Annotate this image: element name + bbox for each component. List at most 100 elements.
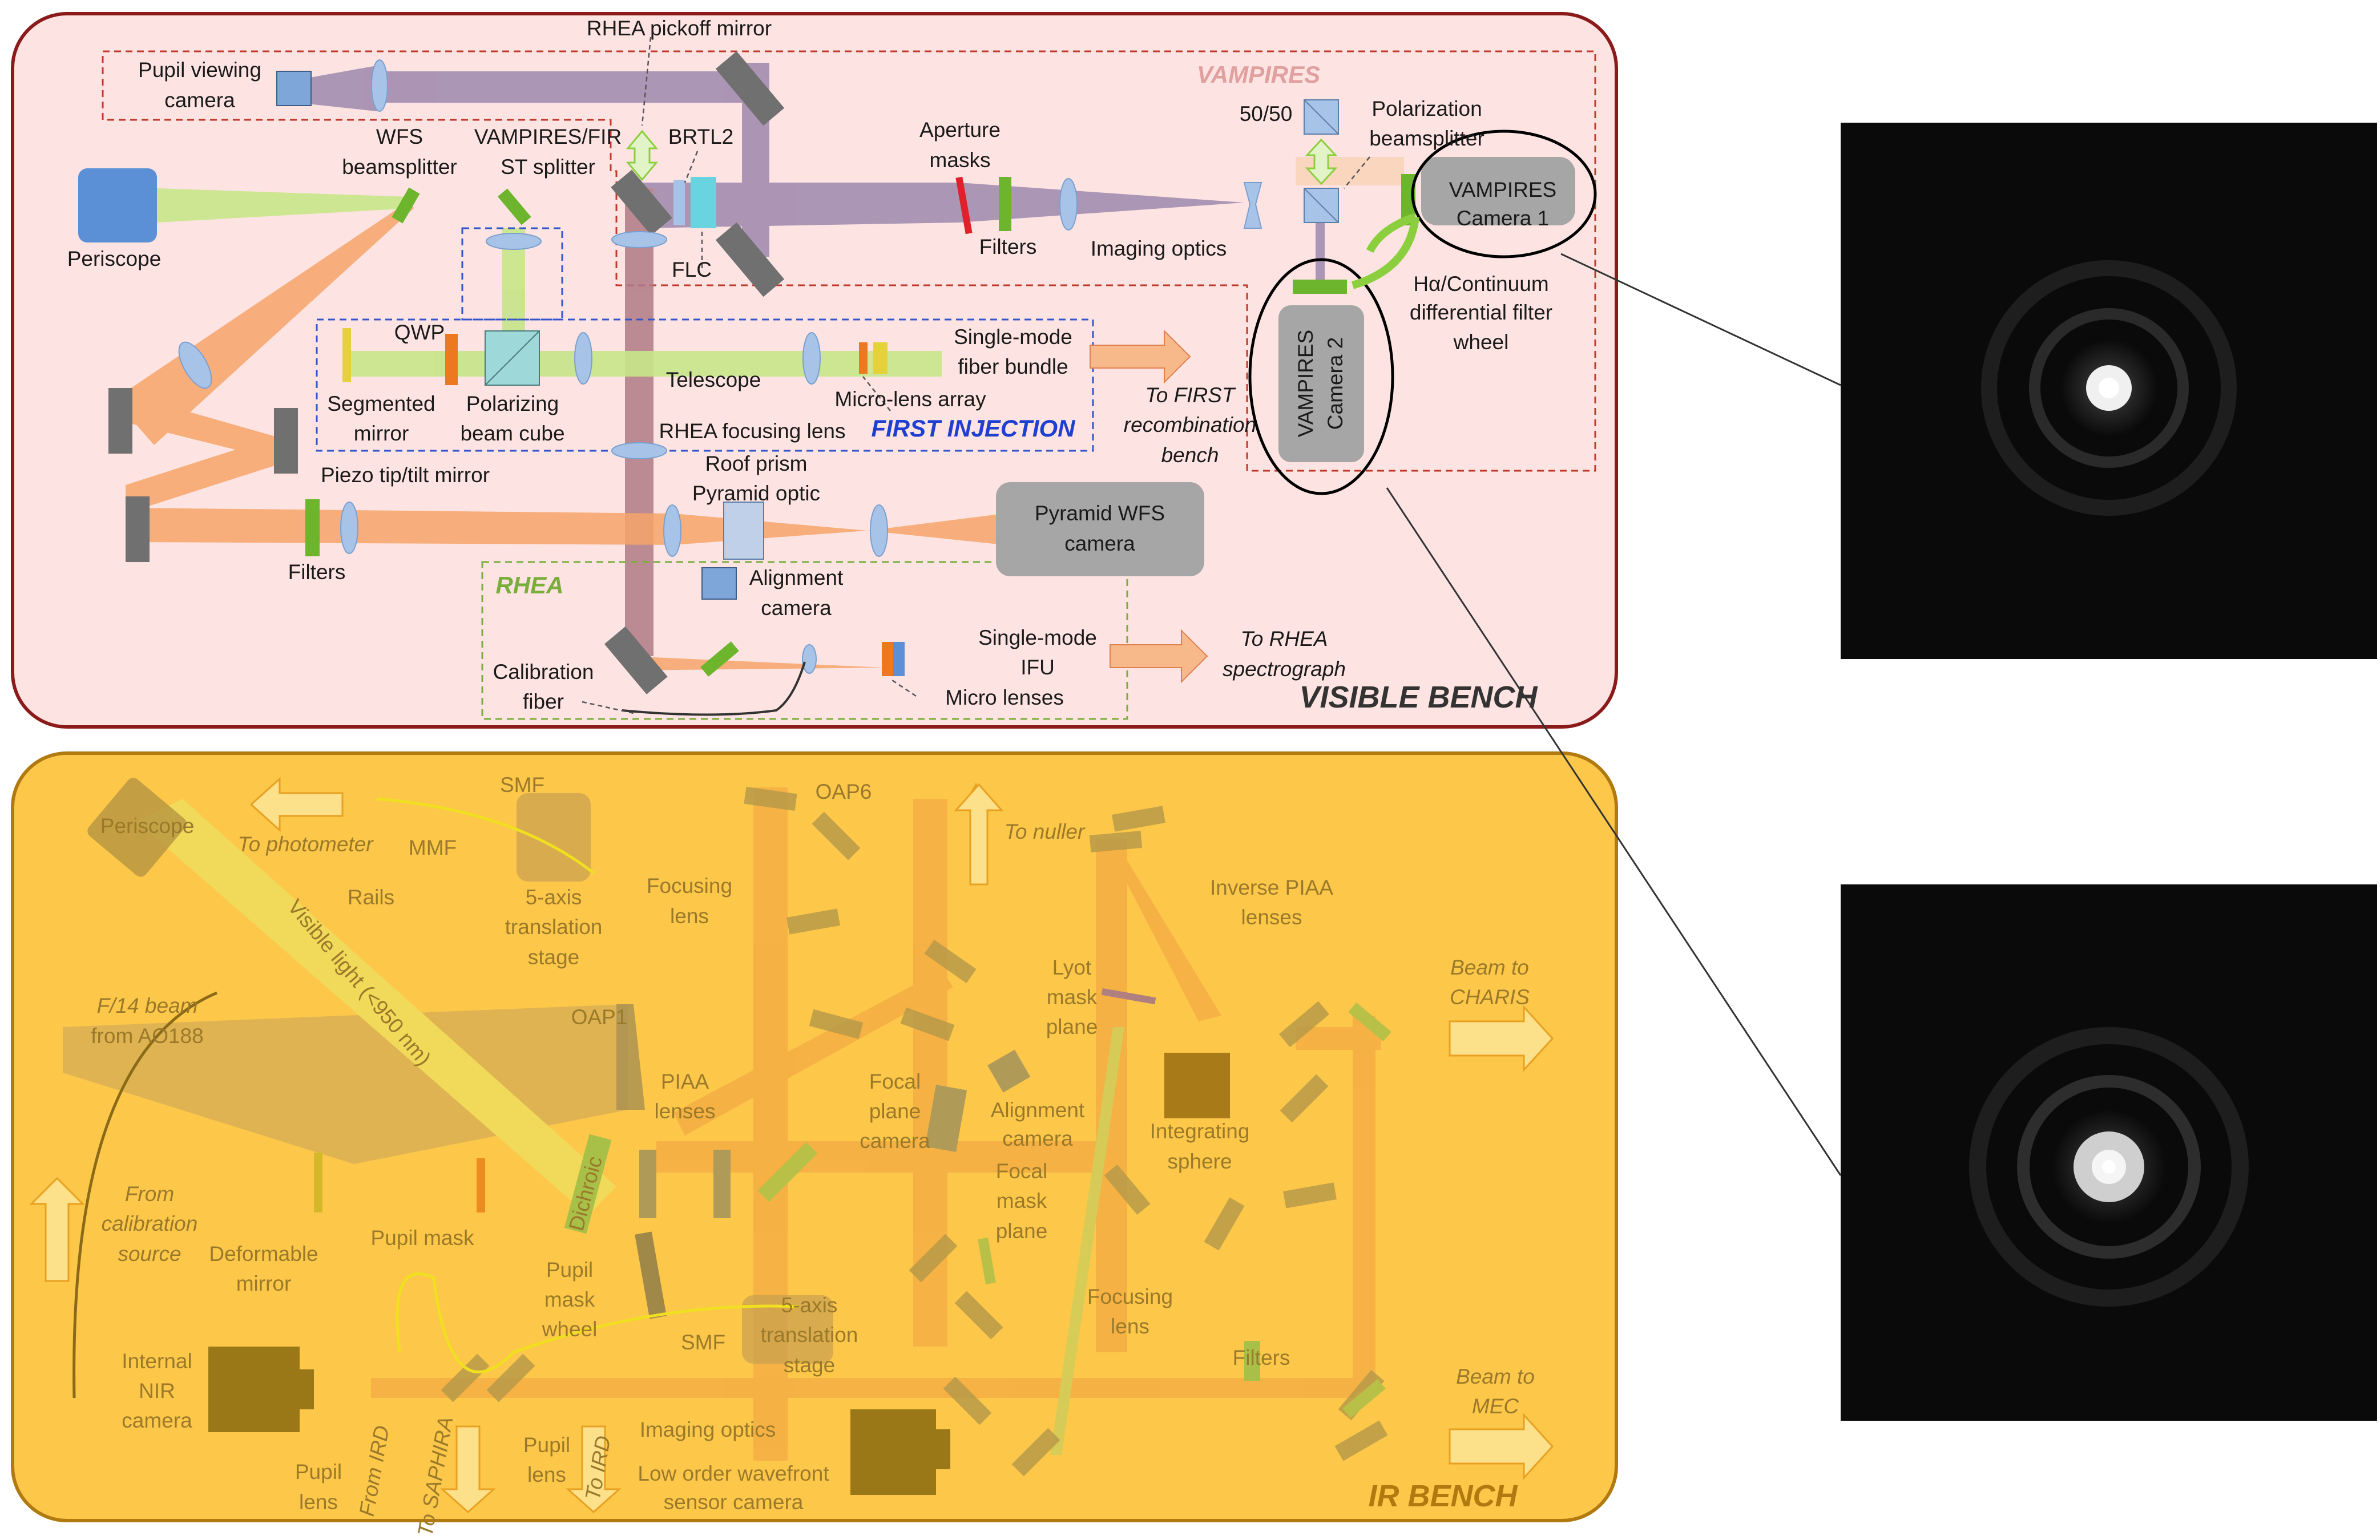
ir-label-mec-1: Beam to: [1456, 1365, 1535, 1388]
smf-stage-2: [742, 1295, 833, 1364]
label-to-rhea-2: spectrograph: [1223, 657, 1346, 681]
label-flc: FLC: [672, 258, 712, 281]
focal-plane-camera: [925, 1085, 967, 1153]
ir-label-dm-2: mirror: [236, 1272, 292, 1295]
piaa-lens-1: [639, 1150, 656, 1218]
qwp-plate: [445, 334, 458, 385]
ir-label-nir-2: NIR: [139, 1379, 175, 1402]
piezo-mirror-mid: [274, 408, 298, 474]
double-arrows-visible: [626, 130, 1338, 185]
label-align-1: Alignment: [749, 566, 844, 589]
ir-label-nir-3: camera: [122, 1409, 192, 1432]
label-periscope: Periscope: [67, 247, 162, 270]
bench-lens-c: [663, 504, 681, 557]
fiber-bundle-block: [873, 342, 888, 374]
visible-labels: RHEA pickoff mirror Pupil viewing camera…: [67, 17, 1557, 714]
ir-label-pupil-lens-2: lens: [299, 1490, 338, 1514]
ir-label-mmf: MMF: [409, 836, 457, 859]
label-pbc-2: beam cube: [460, 422, 564, 445]
vampires-cam2-filter: [1293, 280, 1347, 294]
label-wfs-bs-2: beamsplitter: [342, 155, 457, 179]
ir-label-piaa-1: PIAA: [661, 1070, 709, 1093]
visible-bench: RHEA pickoff mirror Pupil viewing camera…: [11, 12, 1618, 729]
ir-label-focus2-1: Focusing: [1087, 1285, 1173, 1308]
alignment-camera-block: [701, 567, 737, 600]
ir-label-calsrc-2: calibration: [102, 1212, 198, 1235]
pupil-mask-wheel: [635, 1231, 667, 1319]
fifty-fifty-diag: [1304, 99, 1339, 135]
ir-label-fpc-2: plane: [869, 1100, 921, 1123]
ir-label-oap6: OAP6: [816, 780, 872, 803]
ir-bench-panel: [11, 751, 1618, 1522]
smf-fiber-bottom: [396, 1272, 800, 1374]
roof-prism: [723, 502, 764, 560]
label-ifu-2: IFU: [1020, 656, 1055, 679]
label-telescope: Telescope: [666, 368, 761, 391]
vampires-cam2-highlight: [1248, 258, 1394, 495]
periscope-block: [78, 168, 157, 242]
label-roof-2: Pyramid optic: [692, 482, 820, 505]
pupil-camera-block: [276, 71, 312, 106]
ir-label-fmp-2: mask: [997, 1189, 1047, 1212]
ir-label-integ-1: Integrating: [1150, 1119, 1250, 1143]
ir-label-pupil-mask: Pupil mask: [371, 1226, 474, 1250]
ir-arrows: [29, 777, 1554, 1514]
calibration-fiber-ir: [72, 991, 217, 1398]
pol-bs-diag: [1304, 188, 1339, 223]
label-vcam2-2: Camera 2: [1324, 337, 1347, 430]
ir-label-pmw-3: wheel: [542, 1317, 598, 1341]
label-halpha-3: wheel: [1453, 330, 1509, 354]
fold-mirror-low: [715, 222, 785, 297]
piezo-mirror-low: [126, 496, 150, 562]
lowfs-camera-block: [850, 1409, 936, 1495]
ir-label-inv-piaa-1: Inverse PIAA: [1210, 876, 1333, 899]
ir-label-lowfs-1: Low order wavefront: [638, 1462, 829, 1485]
pbc-diag: [485, 330, 540, 386]
ir-label-focus-1: Focusing: [647, 874, 732, 898]
calibration-fiber: [622, 661, 806, 716]
ir-label-align-1: Alignment: [991, 1098, 1085, 1122]
ir-label-imaging-optics: Imaging optics: [640, 1418, 776, 1441]
ir-label-pupil-lens2-2: lens: [527, 1463, 566, 1486]
nir-camera-nose: [300, 1369, 314, 1409]
first-injection-box: [316, 318, 1094, 452]
filter-left: [305, 499, 320, 556]
wfs-beamsplitter: [392, 187, 420, 224]
smf-stage: [517, 793, 591, 882]
telescope-lens: [802, 332, 821, 385]
callout-line-top: [1560, 253, 1841, 386]
vampires-region: [102, 50, 1596, 472]
vampires-cam1-highlight: [1411, 130, 1597, 258]
label-pbc-1: Polarizing: [466, 392, 559, 415]
brtl2: [673, 180, 685, 225]
ir-label-nir-1: Internal: [122, 1349, 192, 1373]
label-vamp-fir-2: ST splitter: [501, 155, 595, 179]
ir-label-lowfs-2: sensor camera: [664, 1490, 804, 1514]
filter-wheel-arrow: [1351, 216, 1419, 289]
ir-label-periscope: Periscope: [100, 814, 195, 838]
label-fifty: 50/50: [1240, 102, 1293, 126]
nir-camera-block: [208, 1347, 300, 1432]
first-lens: [574, 332, 592, 385]
ir-label-lyot-1: Lyot: [1052, 956, 1092, 979]
ir-label-smf-top: SMF: [500, 773, 544, 797]
callout-line-bottom: [1386, 487, 1842, 1176]
ir-label-inv-piaa-2: lenses: [1241, 906, 1302, 929]
rhea-lens: [802, 644, 817, 674]
pyramid-wfs-camera-block: [996, 482, 1204, 576]
label-vcam1-1: VAMPIRES: [1449, 178, 1556, 201]
piezo-mirror-top: [108, 388, 132, 454]
label-vampires-section: VAMPIRES: [1197, 61, 1320, 88]
ir-label-calsrc-3: source: [118, 1242, 181, 1266]
ir-label-pmw-2: mask: [544, 1288, 595, 1311]
label-vcam2-1: VAMPIRES: [1294, 330, 1317, 437]
rhea-dichroic: [700, 641, 739, 677]
arrow-to-first: [1090, 329, 1191, 384]
label-halpha-1: Hα/Continuum: [1413, 272, 1548, 296]
filter-top: [999, 177, 1011, 231]
label-vamp-fir-1: VAMPIRES/FIR: [474, 125, 622, 148]
label-roof-1: Roof prism: [705, 452, 808, 475]
bench-lens-a: [178, 341, 212, 389]
smf-fiber-top: [376, 797, 595, 874]
ir-label-fpc-3: camera: [860, 1129, 930, 1153]
